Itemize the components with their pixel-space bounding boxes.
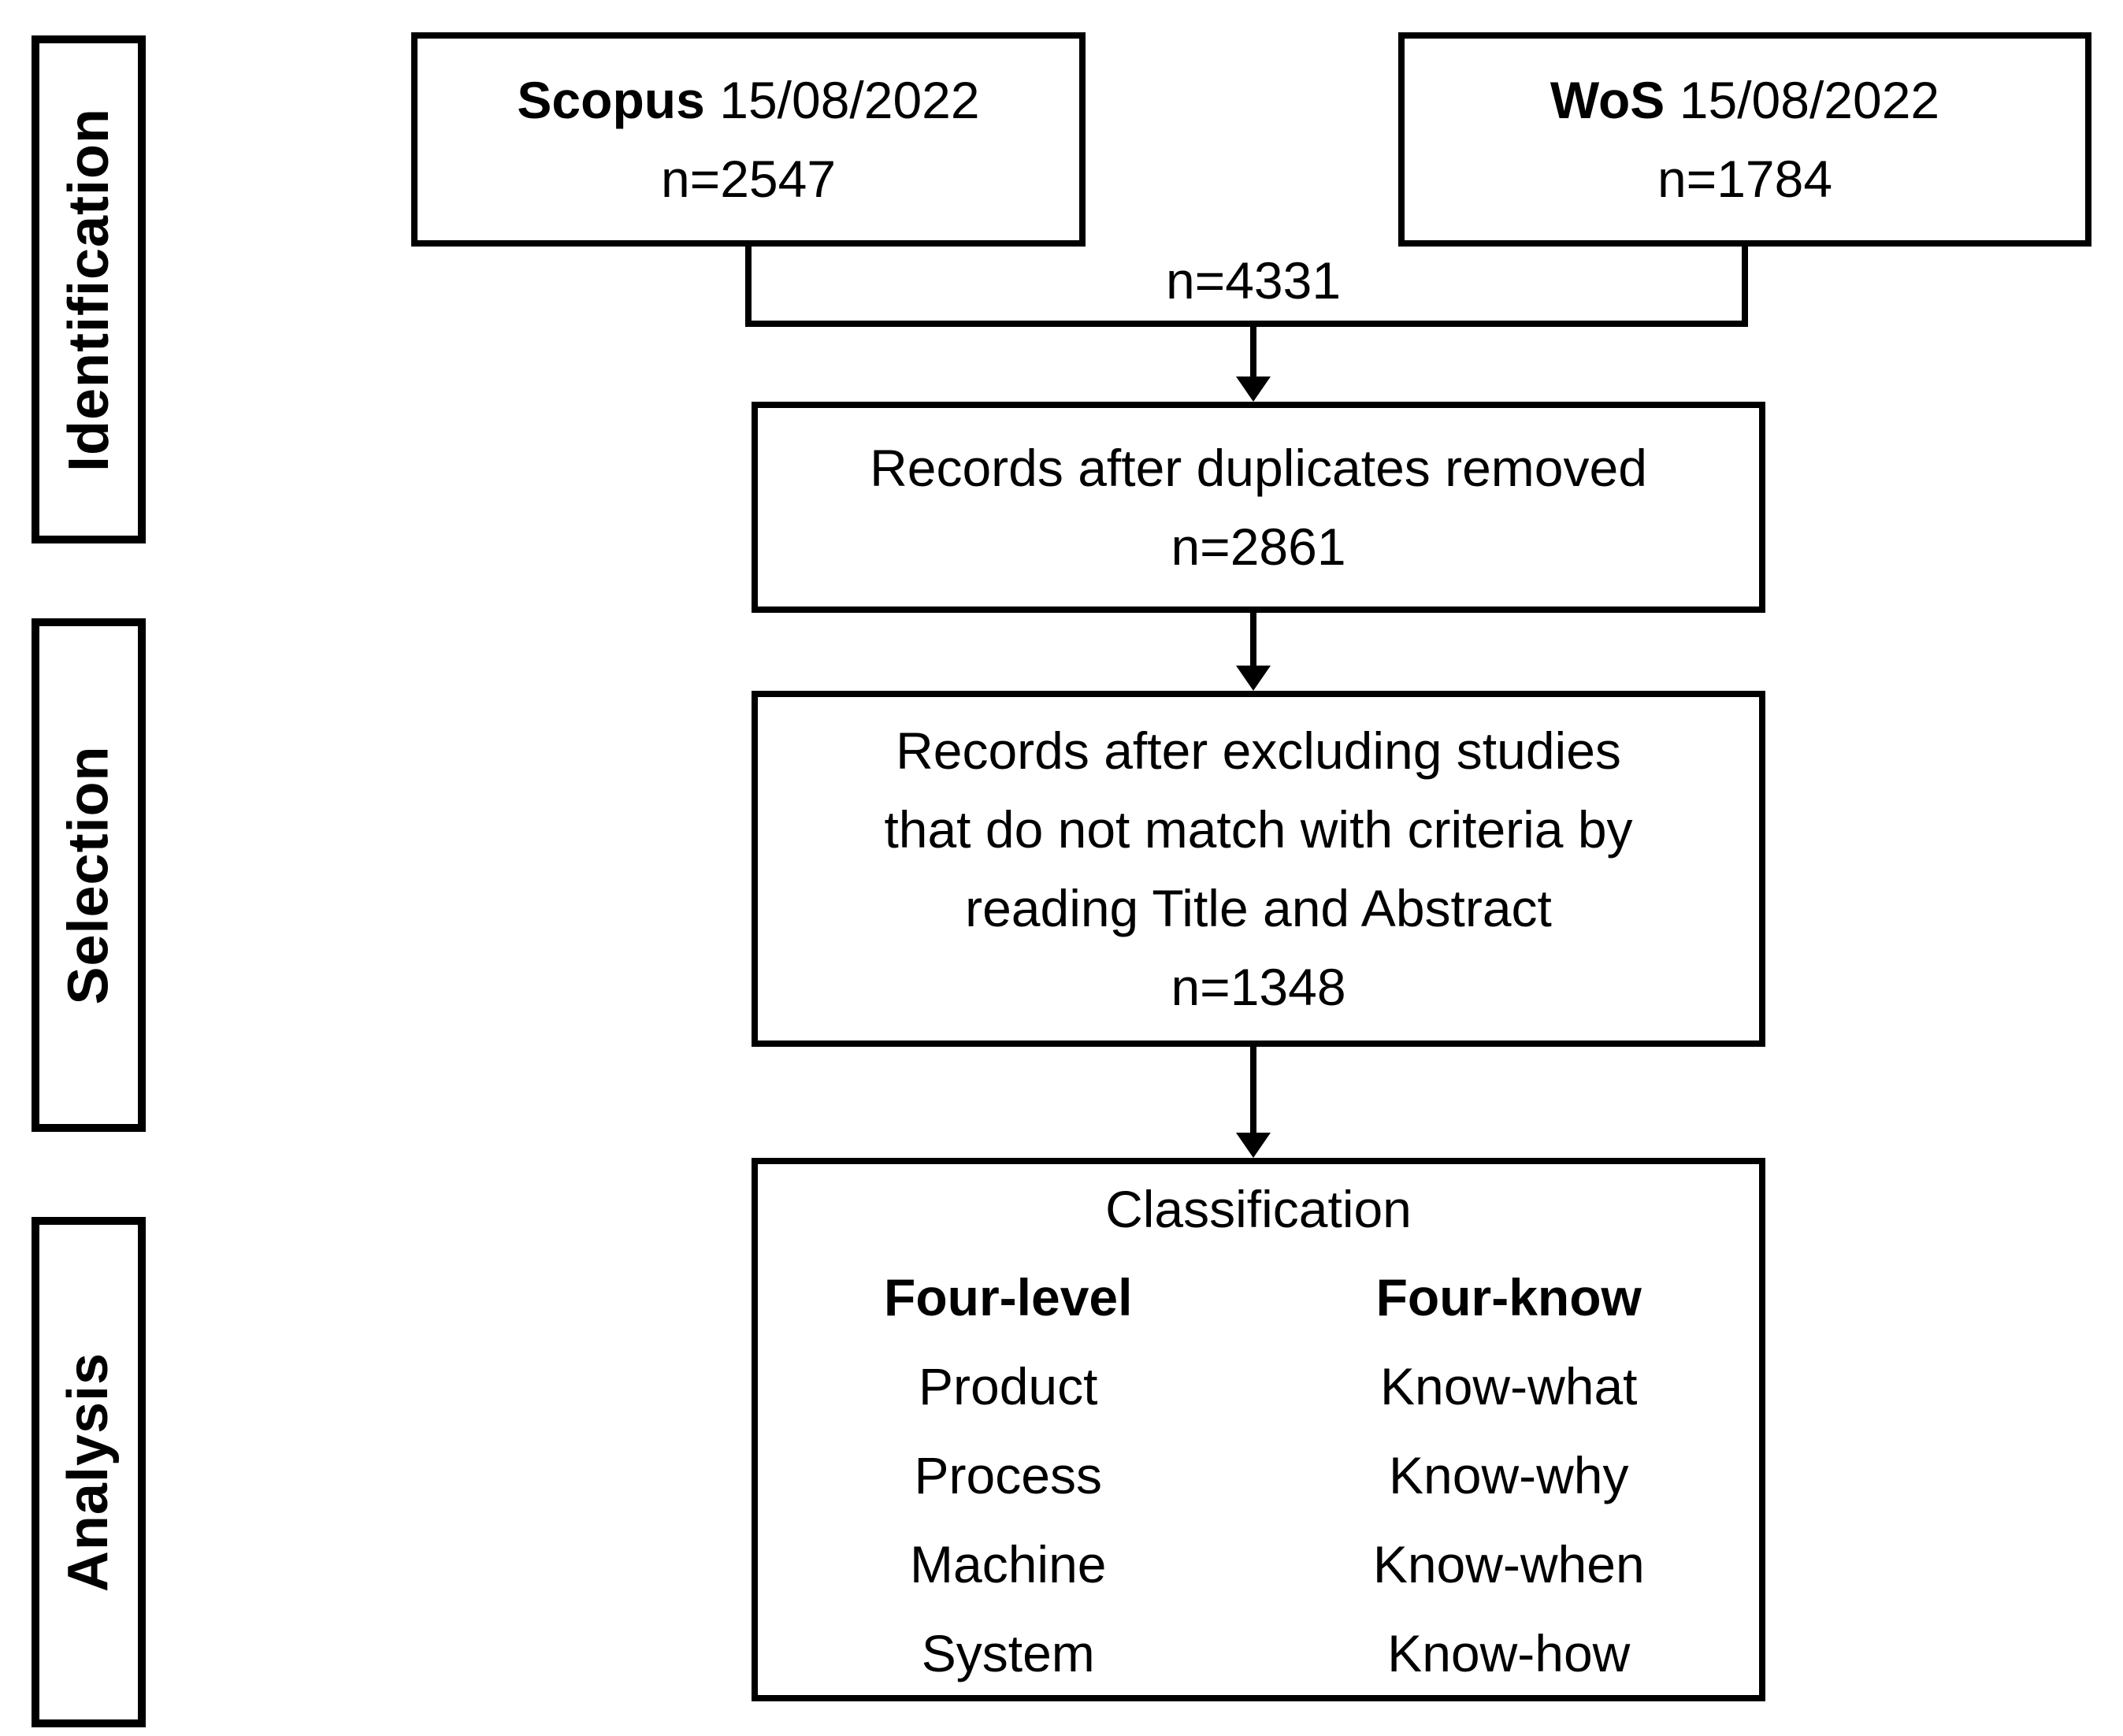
arrow-down-icon bbox=[1236, 666, 1271, 691]
classification-col2-header: Four-know bbox=[1375, 1267, 1642, 1326]
wos-name: WoS bbox=[1550, 71, 1665, 129]
arrow-1-shaft bbox=[1250, 327, 1256, 379]
step-excluding-count: n=1348 bbox=[1171, 958, 1346, 1016]
classification-box: Classification Four-level Four-know Prod… bbox=[752, 1158, 1765, 1701]
step-duplicates-count: n=2861 bbox=[1171, 517, 1346, 576]
arrow-down-icon bbox=[1236, 1133, 1271, 1158]
step-excluding-text-line1: Records after excluding studies bbox=[896, 721, 1621, 780]
stage-box-selection: Selection bbox=[32, 618, 146, 1132]
stage-box-identification: Identification bbox=[32, 35, 146, 543]
stage-label-selection: Selection bbox=[57, 745, 121, 1005]
classification-col1-item: Machine bbox=[910, 1534, 1107, 1593]
classification-col2-item: Know-why bbox=[1389, 1445, 1629, 1504]
classification-col1-header: Four-level bbox=[884, 1267, 1133, 1326]
scopus-date: 15/08/2022 bbox=[719, 71, 980, 129]
wos-count: n=1784 bbox=[1657, 150, 1833, 208]
classification-col1-item: System bbox=[921, 1623, 1095, 1682]
stage-label-identification: Identification bbox=[57, 107, 121, 472]
step-duplicates-text: Records after duplicates removed bbox=[870, 439, 1647, 497]
classification-col2-item: Know-how bbox=[1387, 1623, 1631, 1682]
connector-merge-horizontal-line bbox=[745, 321, 1748, 327]
arrow-2-shaft bbox=[1250, 613, 1256, 666]
step-box-duplicates-removed: Records after duplicates removed n=2861 bbox=[752, 402, 1765, 613]
classification-col2-item: Know-what bbox=[1380, 1356, 1638, 1415]
connector-scopus-vertical-line bbox=[745, 245, 752, 327]
step-excluding-text-line3: reading Title and Abstract bbox=[965, 879, 1552, 937]
step-excluding-text-line2: that do not match with criteria by bbox=[884, 800, 1633, 859]
classification-col1-item: Product bbox=[919, 1356, 1098, 1415]
classification-col2-item: Know-when bbox=[1372, 1534, 1645, 1593]
classification-table: Four-level Four-know Product Know-what P… bbox=[758, 1252, 1759, 1697]
arrow-3-shaft bbox=[1250, 1047, 1256, 1133]
scopus-count: n=2547 bbox=[660, 150, 837, 208]
scopus-name: Scopus bbox=[517, 71, 705, 129]
classification-col1-item: Process bbox=[914, 1445, 1102, 1504]
stage-box-analysis: Analysis bbox=[32, 1217, 146, 1727]
stage-label-analysis: Analysis bbox=[57, 1352, 121, 1593]
step-box-excluding-studies: Records after excluding studies that do … bbox=[752, 691, 1765, 1047]
connector-wos-vertical-line bbox=[1742, 245, 1748, 327]
classification-title: Classification bbox=[1105, 1180, 1412, 1238]
merge-count-label: n=4331 bbox=[1165, 251, 1342, 310]
arrow-down-icon bbox=[1236, 377, 1271, 402]
wos-date: 15/08/2022 bbox=[1679, 71, 1940, 129]
